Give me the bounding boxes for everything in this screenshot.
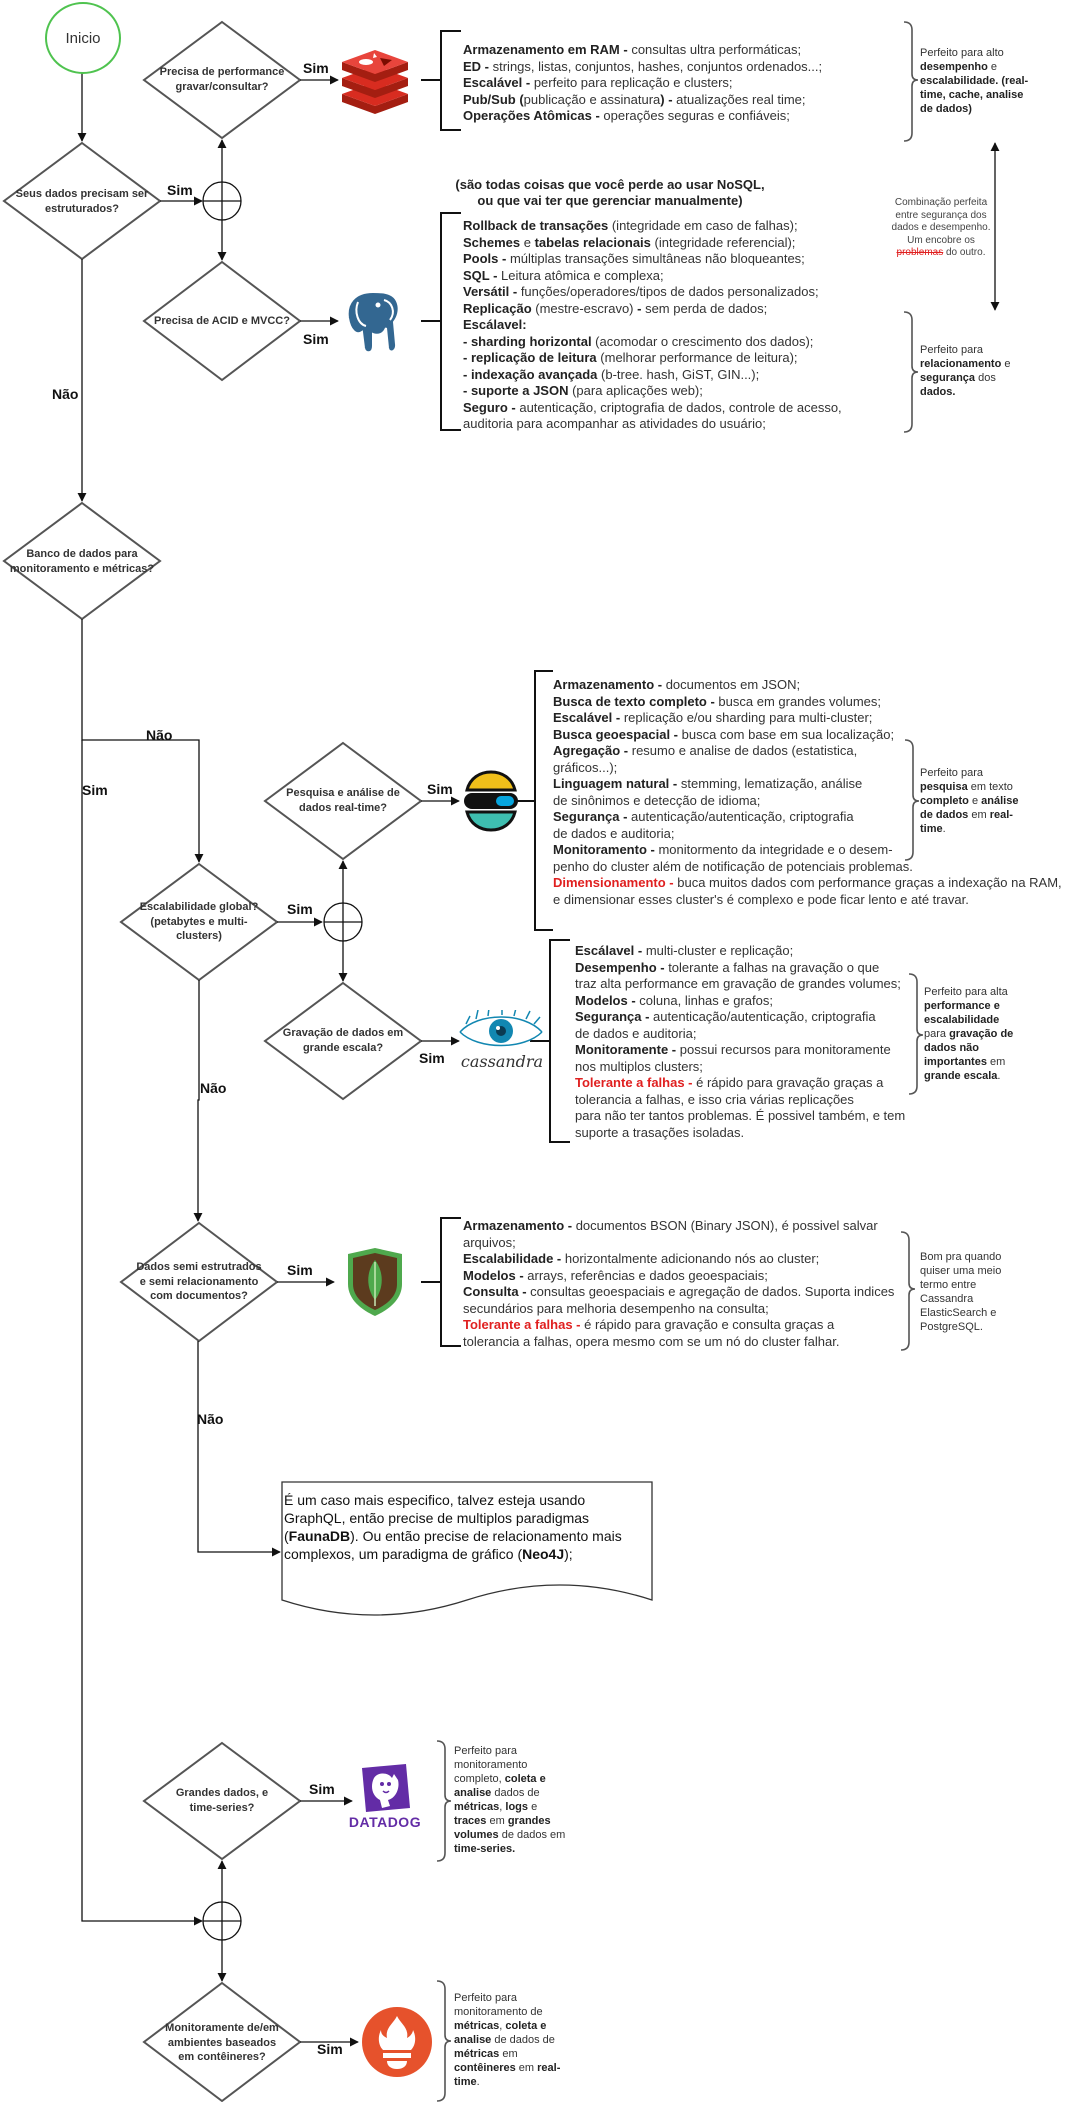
combination-note: Combinação perfeita entre segurança dos … <box>891 197 991 258</box>
cassandra-eye-icon <box>459 1010 543 1047</box>
decision-d5-label: Pesquisa e análise de dados real-time? <box>286 787 400 814</box>
edge-label-nao-1: Não <box>52 386 79 402</box>
edge-label-sim-3: Sim <box>303 331 329 347</box>
prometheus-torch-icon <box>362 2007 432 2077</box>
cassandra-logo-text: cassandra <box>460 1052 544 1071</box>
mongodb-features: Armazenamento - documentos BSON (Binary … <box>463 1218 895 1349</box>
edge-label-sim-1: Sim <box>303 60 329 76</box>
edge-label-sim-8: Sim <box>287 1262 313 1278</box>
edge-label-sim-2: Sim <box>167 182 193 198</box>
redis-features: Armazenamento em RAM - consultas ultra p… <box>463 42 823 123</box>
edge-label-sim-6: Sim <box>287 901 313 917</box>
decision-d9-label: Grandes dados, e time-series? <box>175 1787 269 1814</box>
diamond-d1 <box>142 20 302 140</box>
decision-d2-label: Seus dados precisam ser estruturados? <box>15 188 149 215</box>
edge-label-nao-4: Não <box>197 1411 224 1427</box>
edge-label-sim-9: Sim <box>309 1781 335 1797</box>
elasticsearch-icon <box>464 770 518 832</box>
document-shape <box>281 1481 653 1616</box>
decision-d1-label: Precisa de performance gravar/consultar? <box>159 66 285 93</box>
decision-shapes <box>2 20 423 2102</box>
diamond-d8 <box>119 1221 279 1343</box>
diamond-d10 <box>142 1981 302 2102</box>
diamond-d3 <box>142 260 302 382</box>
postgres-note: Perfeito para relacionamento e segurança… <box>920 344 1011 398</box>
elasticsearch-note: Perfeito para pesquisa em texto completo… <box>920 767 1019 835</box>
decision-d6-label: Escalabilidade global? (petabytes e mult… <box>139 900 259 943</box>
edge-label-nao-2: Não <box>146 727 173 743</box>
cassandra-features: Escálavel - multi-cluster e replicação; … <box>575 943 906 1140</box>
mongodb-note: Bom pra quando quiser uma meio termo ent… <box>920 1251 1002 1333</box>
edge-label-nao-3: Não <box>200 1080 227 1096</box>
edge-label-sim-4: Sim <box>82 782 108 798</box>
datadog-dog-icon <box>362 1764 410 1812</box>
redis-icon <box>342 50 408 114</box>
edge-label-sim-7: Sim <box>419 1050 445 1066</box>
start-node: Inicio <box>45 2 121 74</box>
document-text: É um caso mais especifico, talvez esteja… <box>284 1492 622 1562</box>
mongodb-leaf-icon <box>348 1248 402 1316</box>
elasticsearch-features: Armazenamento - documentos em JSON; Busc… <box>553 677 1062 907</box>
diamond-d5 <box>263 741 423 861</box>
diamond-d9 <box>142 1741 302 1861</box>
connectors <box>77 72 1000 2047</box>
datadog-note: Perfeito para monitoramento completo, co… <box>454 1745 566 1855</box>
junctions <box>202 181 363 1941</box>
prometheus-note: Perfeito para monitoramento de métricas,… <box>454 1992 561 2088</box>
curly-braces <box>436 21 924 2102</box>
decision-d10-label: Monitoramente de/em ambientes baseados e… <box>165 2021 279 2064</box>
nosql-header: (são todas coisas que você perde ao usar… <box>455 177 765 208</box>
edge-label-sim-10: Sim <box>317 2041 343 2057</box>
brackets <box>421 30 570 1347</box>
datadog-logo-text: DATADOG <box>348 1814 422 1830</box>
cassandra-note: Perfeito para alta performance e escalab… <box>924 986 1014 1082</box>
edge-label-sim-5: Sim <box>427 781 453 797</box>
postgresql-elephant-icon <box>346 290 400 354</box>
decision-d4-label: Banco de dados para monitoramento e métr… <box>9 548 155 575</box>
diamond-d7 <box>263 981 423 1101</box>
decision-d8-label: Dados semi estrutrados e semi relacionam… <box>136 1260 262 1303</box>
decision-d7-label: Gravação de dados em grande escala? <box>282 1027 404 1054</box>
start-label: Inicio <box>65 29 101 47</box>
decision-d3-label: Precisa de ACID e MVCC? <box>154 314 290 327</box>
postgres-features: Rollback de transações (integridade em c… <box>463 218 842 431</box>
redis-note: Perfeito para alto desempenho e escalabi… <box>920 47 1029 115</box>
